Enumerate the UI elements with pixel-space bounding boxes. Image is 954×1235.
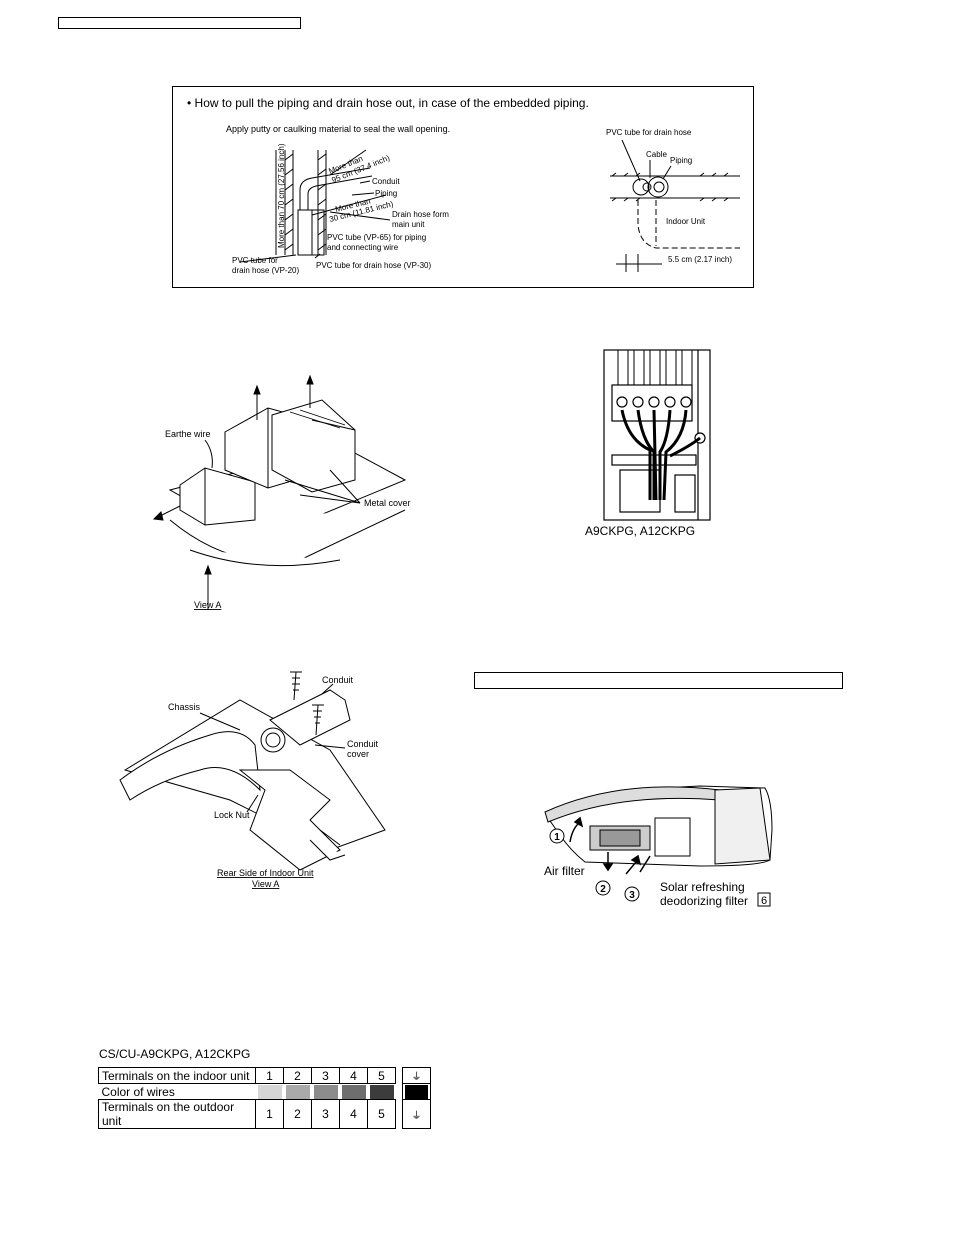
wire-color-5 <box>369 1084 394 1099</box>
step-1-marker: 1 <box>554 832 560 843</box>
wire-color-4 <box>341 1084 366 1099</box>
view-a-label-2: View A <box>252 879 279 889</box>
color-row-label: Color of wires <box>101 1084 175 1099</box>
wire-color-1 <box>257 1084 282 1099</box>
pvc-vp20-label: PVC tube for <box>232 256 278 265</box>
indoor-terminal-3: 3 <box>311 1067 340 1084</box>
outdoor-terminal-3: 3 <box>311 1099 340 1129</box>
pvc-drain-hose-label: PVC tube for drain hose <box>606 128 692 137</box>
wiring-model-title: CS/CU-A9CKPG, A12CKPG <box>99 1047 251 1061</box>
rear-side-label: Rear Side of Indoor Unit <box>217 868 314 878</box>
pvc-vp30-label: PVC tube for drain hose (VP-30) <box>316 261 432 270</box>
solar-filter-label: Solar refreshing <box>660 880 745 894</box>
conduit-label: Conduit <box>372 177 400 186</box>
wire-color-row: Color of wires <box>99 1083 431 1100</box>
chassis-label: Chassis <box>168 702 201 712</box>
wiring-terminal-table: Terminals on the indoor unit 1 2 3 4 5 ⏚… <box>98 1067 431 1129</box>
outdoor-earth-icon: ⏚ <box>402 1099 431 1129</box>
wire-color-3 <box>313 1084 338 1099</box>
indoor-terminal-1: 1 <box>255 1067 284 1084</box>
header-box <box>58 17 301 29</box>
embedded-piping-title: • How to pull the piping and drain hose … <box>187 96 589 110</box>
drain-hose-form-label: Drain hose form <box>392 210 449 219</box>
indoor-terminal-5: 5 <box>367 1067 396 1084</box>
pvc-vp65-label: PVC tube (VP-65) for piping <box>327 233 426 242</box>
indoor-earth-icon: ⏚ <box>402 1067 431 1084</box>
embedded-piping-figure <box>172 86 754 288</box>
step-2-marker: 2 <box>600 884 606 895</box>
metal-cover-label: Metal cover <box>364 498 411 508</box>
conduit-cover-label-2: cover <box>347 749 369 759</box>
pvc-vp20-label-2: drain hose (VP-20) <box>232 266 299 275</box>
terminal-model-caption: A9CKPG, A12CKPG <box>585 524 695 538</box>
outdoor-terminal-4: 4 <box>339 1099 368 1129</box>
outdoor-terminal-1: 1 <box>255 1099 284 1129</box>
lock-nut-label: Lock Nut <box>214 810 250 820</box>
conduit-cover-label: Conduit <box>347 739 379 749</box>
outdoor-terminal-row: Terminals on the outdoor unit 1 2 3 4 5 … <box>98 1099 431 1129</box>
solar-filter-label-2: deodorizing filter <box>660 894 748 908</box>
indoor-terminal-4: 4 <box>339 1067 368 1084</box>
conduit-label-2: Conduit <box>322 675 354 685</box>
indoor-row-label: Terminals on the indoor unit <box>98 1067 256 1084</box>
drain-hose-form-label-2: main unit <box>392 220 425 229</box>
wire-color-2 <box>285 1084 310 1099</box>
earth-wire-label: Earthe wire <box>165 429 211 439</box>
seal-instruction: Apply putty or caulking material to seal… <box>226 124 451 134</box>
cable-label: Cable <box>646 150 667 159</box>
wire-color-earth <box>405 1084 428 1099</box>
outdoor-terminal-5: 5 <box>367 1099 396 1129</box>
side-piping-label: Piping <box>670 156 692 165</box>
indoor-unit-label: Indoor Unit <box>666 217 706 226</box>
air-filter-label: Air filter <box>544 864 585 878</box>
filter-number-label: 6 <box>761 895 767 907</box>
view-a-label: View A <box>194 600 221 610</box>
pvc-vp65-label-2: and connecting wire <box>327 243 399 252</box>
height-dimension-label: More than 70 cm (27.56 inch) <box>277 143 286 248</box>
outdoor-terminal-2: 2 <box>283 1099 312 1129</box>
indoor-terminal-row: Terminals on the indoor unit 1 2 3 4 5 ⏚ <box>98 1067 431 1084</box>
section-heading-box <box>474 672 843 689</box>
indoor-terminal-2: 2 <box>283 1067 312 1084</box>
step-3-marker: 3 <box>629 890 635 901</box>
dimension-55cm-label: 5.5 cm (2.17 inch) <box>668 255 732 264</box>
outdoor-row-label: Terminals on the outdoor unit <box>98 1099 256 1129</box>
piping-label: Piping <box>375 189 397 198</box>
